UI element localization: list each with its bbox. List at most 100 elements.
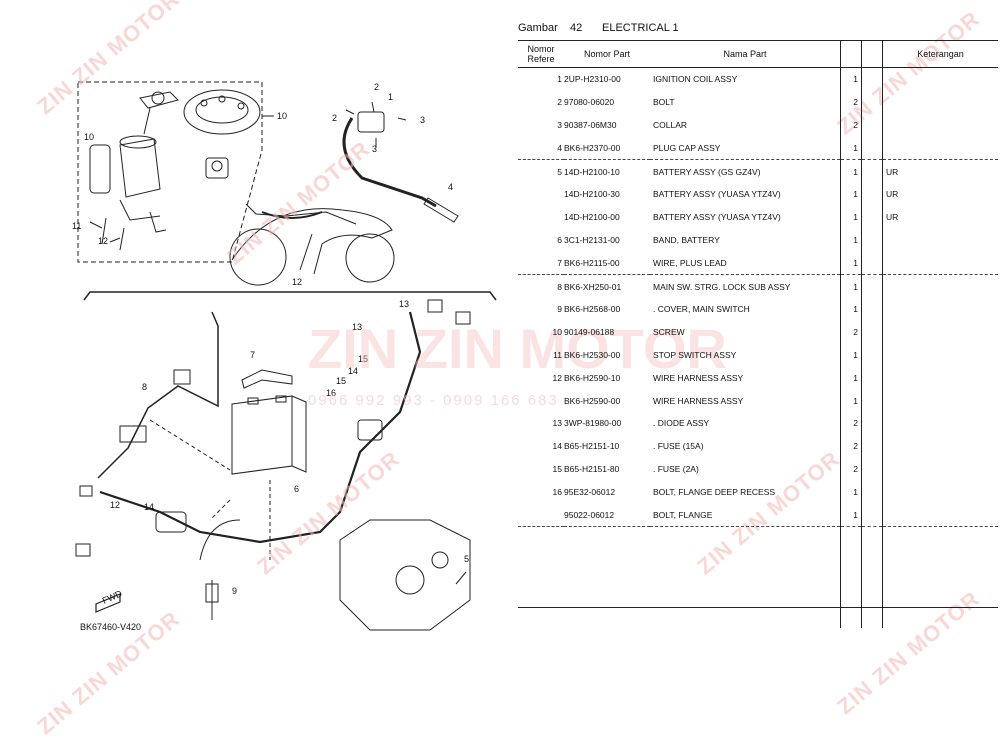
cell-name: . FUSE (2A)	[653, 463, 699, 474]
cell-ref: 12	[552, 372, 562, 383]
empty-cell	[882, 606, 998, 628]
empty-row	[518, 546, 999, 567]
cell-name: BAND, BATTERY	[653, 234, 720, 245]
col-name: Nama Part	[650, 40, 841, 68]
parts-diagram: 2 1 2 3 3 4 10 10 11 12 12 13 13 7 15 14…	[0, 0, 505, 724]
empty-cell	[650, 567, 841, 587]
cell-qty: 2	[840, 113, 862, 137]
cell-ref	[518, 183, 564, 206]
empty-cell	[518, 606, 564, 628]
callout-labels: 2 1 2 3 3 4 10 10 11 12 12 13 13 7 15 14…	[72, 82, 469, 632]
diagram-code: BK67460-V420	[80, 622, 141, 632]
figure-header: Gambar 42 ELECTRICAL 1	[518, 22, 998, 40]
cell-qty: 1	[840, 297, 862, 321]
callout-2: 2	[374, 82, 379, 92]
empty-cell	[883, 547, 999, 567]
cell-sub	[861, 136, 883, 160]
cell-remarks	[883, 229, 999, 252]
empty-cell	[861, 546, 883, 567]
cell-sub	[861, 343, 883, 367]
callout-15: 15	[358, 354, 368, 364]
cell-part-no: 2UP-H2310-00	[564, 74, 621, 85]
empty-cell	[564, 525, 650, 547]
cell-qty: 1	[840, 136, 862, 160]
callout-2: 2	[332, 113, 337, 123]
cell-part-no: 90149-06188	[564, 327, 615, 338]
cell-remarks	[883, 458, 999, 481]
cell-ref: 3	[557, 119, 562, 130]
cell-part-no: 90387-06M30	[564, 119, 617, 130]
empty-cell	[883, 587, 999, 608]
empty-cell	[840, 546, 862, 567]
empty-cell	[564, 547, 650, 567]
empty-row	[518, 566, 998, 587]
cell-remarks	[883, 68, 999, 91]
cell-name: BATTERY ASSY (YUASA YTZ4V)	[653, 189, 781, 200]
cell-qty: 1	[840, 251, 862, 275]
cell-qty: 2	[840, 411, 862, 435]
empty-cell	[564, 587, 650, 608]
empty-cell	[650, 587, 841, 608]
col-part-no: Nomor Part	[564, 40, 650, 68]
cell-ref: 5	[518, 159, 564, 183]
callout-1: 1	[388, 92, 393, 102]
cell-qty: 2	[840, 90, 862, 114]
exploded-view-drawing: 2 1 2 3 3 4 10 10 11 12 12 13 13 7 15 14…	[72, 81, 497, 632]
cell-ref: 10	[552, 327, 562, 338]
cell-remarks	[882, 274, 998, 298]
cell-sub	[861, 320, 883, 344]
cell-qty: 2	[840, 320, 862, 344]
callout-10: 12	[98, 236, 108, 246]
cell-sub	[861, 90, 883, 114]
cell-name: BOLT	[653, 97, 675, 108]
cell-part-no: BK6-H2590-00	[564, 395, 621, 406]
empty-cell	[650, 547, 841, 567]
parts-table: Nomor Refere Nomor Part Nama Part Ketera…	[518, 40, 998, 628]
section-title: ELECTRICAL 1	[602, 22, 679, 34]
empty-cell	[518, 567, 564, 587]
cell-part-no: 97080-06020	[564, 97, 615, 108]
cell-remarks	[883, 389, 999, 412]
callout-5: 6	[294, 484, 299, 494]
cell-ref: 7	[557, 257, 562, 268]
col-remarks: Keterangan	[882, 40, 998, 68]
fwd-label: FWD	[101, 588, 124, 606]
empty-cell	[840, 566, 862, 587]
cell-name: MAIN SW. STRG. LOCK SUB ASSY	[650, 274, 841, 298]
cell-part-no: 14D-H2100-30	[564, 189, 620, 200]
cell-ref: 13	[552, 418, 562, 429]
cell-ref	[518, 206, 564, 229]
cell-name: WIRE HARNESS ASSY	[653, 372, 744, 383]
cell-name: WIRE, PLUS LEAD	[653, 257, 727, 268]
cell-qty: 1	[840, 503, 862, 527]
cell-remarks	[883, 344, 999, 367]
cell-name: . COVER, MAIN SWITCH	[653, 304, 750, 315]
cell-ref: 2	[557, 97, 562, 108]
empty-cell	[518, 525, 564, 547]
cell-ref	[518, 503, 564, 526]
empty-cell	[518, 587, 564, 608]
cell-sub	[861, 159, 883, 183]
cell-name: IGNITION COIL ASSY	[653, 74, 738, 85]
empty-cell	[861, 606, 883, 628]
cell-qty: 1	[840, 274, 862, 298]
cell-remarks	[883, 251, 999, 274]
cell-ref: 1	[557, 74, 562, 85]
cell-part-no: 14D-H2100-10	[564, 159, 650, 183]
cell-remarks	[883, 366, 999, 389]
cell-name: WIRE HARNESS ASSY	[653, 395, 744, 406]
cell-part-no: BK6-H2115-00	[564, 257, 620, 268]
col-sub	[861, 40, 883, 68]
